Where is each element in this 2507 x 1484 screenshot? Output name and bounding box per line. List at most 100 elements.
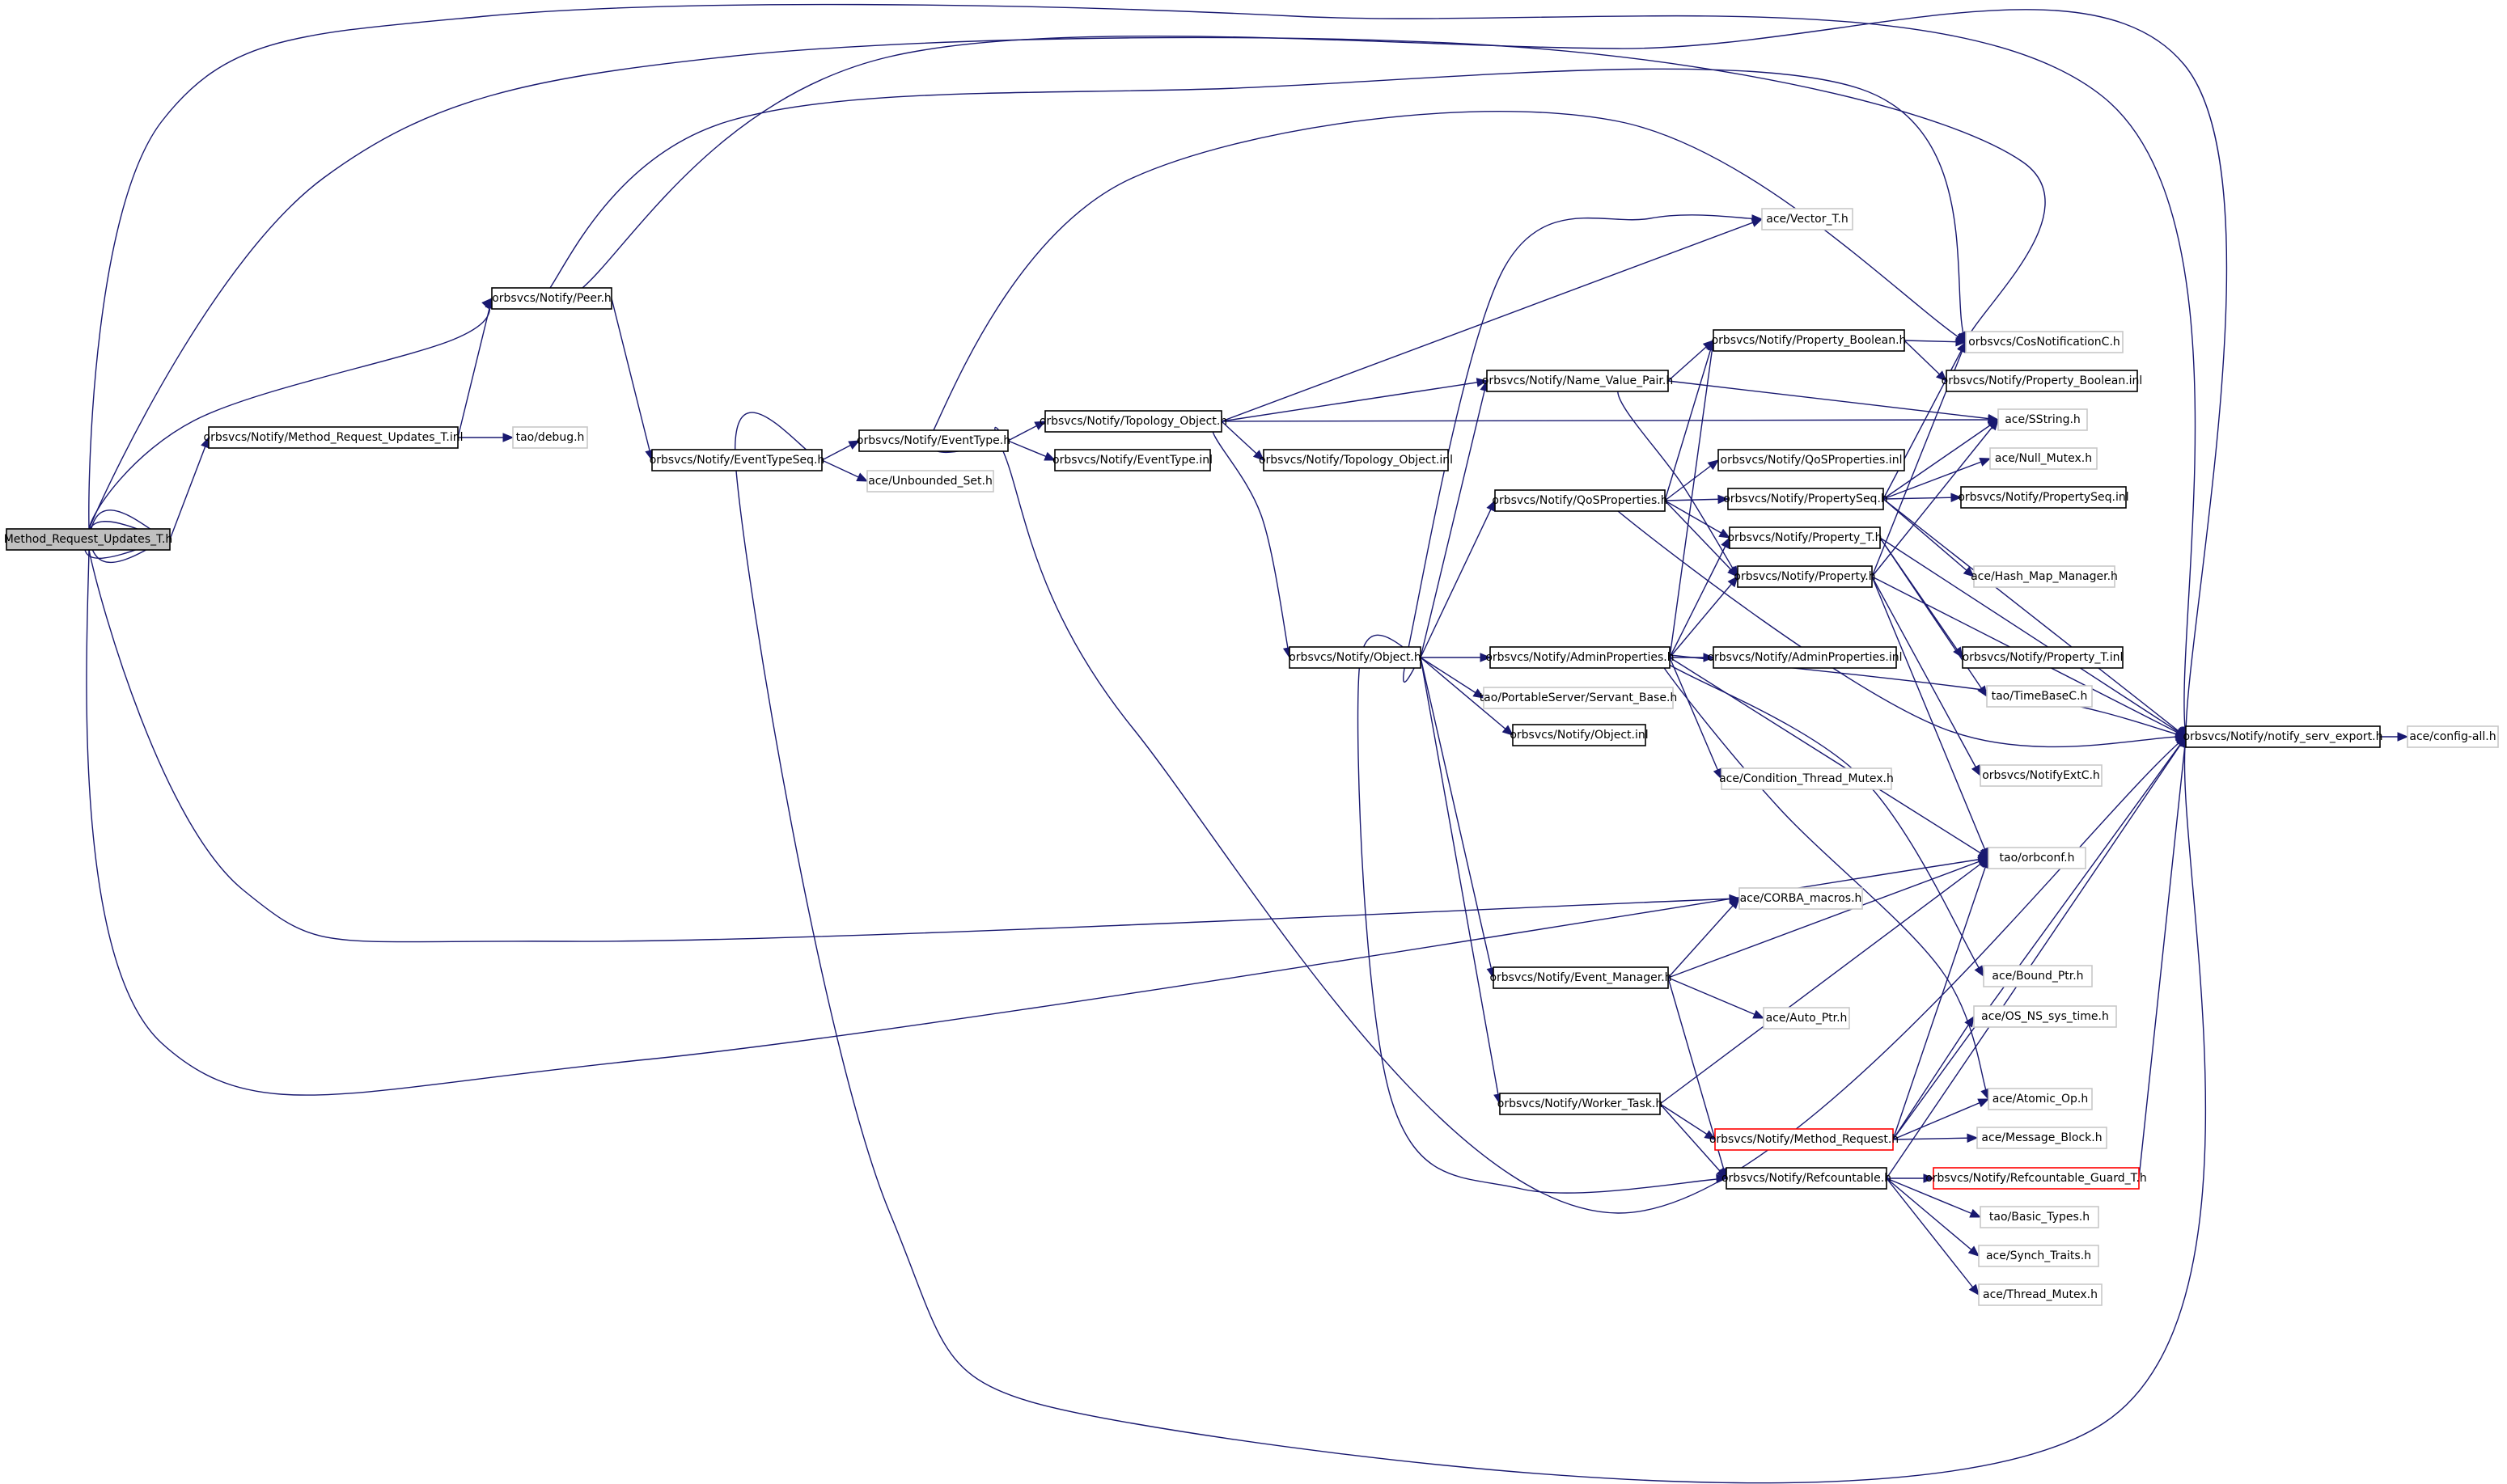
node-refc[interactable]: orbsvcs/Notify/Refcountable.h: [1721, 1167, 1891, 1190]
edge-export-to-config: [2380, 732, 2409, 742]
edge-line: [1664, 459, 1719, 501]
node-systime[interactable]: ace/OS_NS_sys_time.h: [1973, 1005, 2117, 1028]
edge-mreq-to-atomic: [1892, 1098, 1990, 1140]
edge-arrowhead: [481, 298, 493, 310]
edge-mru_inl-to-peer: [457, 297, 494, 438]
node-export[interactable]: orbsvcs/Notify/notify_serv_export.h: [2183, 725, 2383, 748]
node-notifyext[interactable]: orbsvcs/NotifyExtC.h: [1980, 764, 2103, 787]
node-propt[interactable]: orbsvcs/Notify/Property_T.h: [1727, 526, 1882, 549]
node-object_inl[interactable]: orbsvcs/Notify/Object.inl: [1510, 724, 1649, 746]
node-atomic[interactable]: ace/Atomic_Op.h: [1988, 1088, 2093, 1110]
edge-line: [87, 521, 1740, 943]
node-propseq[interactable]: orbsvcs/Notify/PropertySeq.h: [1723, 488, 1888, 510]
edge-line: [1882, 498, 2187, 738]
edge-nvp-to-propbool: [1667, 340, 1714, 382]
node-topo_inl[interactable]: orbsvcs/Notify/Topology_Object.inl: [1259, 449, 1453, 471]
node-peer[interactable]: orbsvcs/Notify/Peer.h: [491, 287, 612, 310]
node-nullmutex[interactable]: ace/Null_Mutex.h: [1989, 447, 2098, 470]
node-vector[interactable]: ace/Vector_T.h: [1761, 208, 1853, 230]
node-config[interactable]: ace/config-all.h: [2407, 725, 2499, 748]
node-label: orbsvcs/Notify/EventType.h: [857, 434, 1010, 447]
node-box: [1986, 685, 2093, 708]
node-msgblock[interactable]: ace/Message_Block.h: [1976, 1127, 2107, 1149]
edge-arrowhead: [1936, 370, 1947, 382]
node-hashmap[interactable]: ace/Hash_Map_Manager.h: [1971, 565, 2118, 588]
node-object[interactable]: orbsvcs/Notify/Object.h: [1289, 646, 1421, 669]
node-thrmutex[interactable]: ace/Thread_Mutex.h: [1978, 1283, 2103, 1306]
edge-arrowhead: [848, 440, 861, 450]
edge-propseq-to-hashmap: [1882, 498, 1975, 577]
edge-mreq-to-export: [1892, 735, 2187, 1140]
edge-line: [1892, 1098, 1989, 1140]
node-timebase[interactable]: tao/TimeBaseC.h: [1986, 685, 2093, 708]
node-orbconf[interactable]: tao/orbconf.h: [1988, 847, 2086, 869]
edge-root-to-corba: [87, 521, 1741, 943]
node-mru_inl[interactable]: orbsvcs/Notify/Method_Request_Updates_T.…: [204, 426, 464, 449]
edge-arrowhead: [1034, 421, 1047, 430]
node-condmutex[interactable]: ace/Condition_Thread_Mutex.h: [1719, 767, 1894, 790]
node-box: [1494, 489, 1666, 512]
node-box: [1483, 687, 1674, 709]
edge-arrowhead: [1988, 418, 1999, 431]
edge-admin-to-condmutex: [1669, 657, 1722, 780]
edge-evtseq-to-unbset: [821, 459, 869, 482]
node-label: orbsvcs/Notify/Property_Boolean.h: [1712, 334, 1907, 347]
edge-object-to-servant: [1420, 657, 1485, 699]
node-synch[interactable]: ace/Synch_Traits.h: [1978, 1245, 2099, 1267]
edge-topo-to-topo_inl: [1221, 421, 1264, 461]
node-boundptr[interactable]: ace/Bound_Ptr.h: [1983, 965, 2093, 987]
node-evttype_inl[interactable]: orbsvcs/Notify/EventType.inl: [1052, 449, 1213, 471]
node-box: [1726, 1167, 1887, 1190]
edge-arrowhead: [1923, 1173, 1935, 1183]
node-propbool[interactable]: orbsvcs/Notify/Property_Boolean.h: [1712, 329, 1907, 352]
node-propseq_inl[interactable]: orbsvcs/Notify/PropertySeq.inl: [1958, 486, 2129, 509]
node-autoptr[interactable]: ace/Auto_Ptr.h: [1763, 1007, 1850, 1029]
node-box: [1727, 488, 1884, 510]
edge-line: [1659, 1103, 1716, 1140]
edge-refc-to-synch: [1886, 1177, 1980, 1257]
node-evmgr[interactable]: orbsvcs/Notify/Event_Manager.h: [1489, 966, 1672, 989]
node-box: [1973, 1005, 2117, 1028]
node-evtseq[interactable]: orbsvcs/Notify/EventTypeSeq.h: [650, 449, 825, 471]
node-qos[interactable]: orbsvcs/Notify/QoSProperties.h: [1492, 489, 1668, 512]
node-basictypes[interactable]: tao/Basic_Types.h: [1980, 1206, 2099, 1228]
node-corba[interactable]: ace/CORBA_macros.h: [1738, 887, 1863, 910]
node-box: [208, 426, 459, 449]
node-box: [1713, 646, 1897, 669]
node-refguard[interactable]: orbsvcs/Notify/Refcountable_Guard_T.h: [1925, 1167, 2147, 1190]
node-qos_inl[interactable]: orbsvcs/Notify/QoSProperties.inl: [1717, 449, 1905, 471]
node-debug[interactable]: tao/debug.h: [512, 426, 588, 449]
node-root[interactable]: Method_Request_Updates_T.h: [4, 528, 173, 551]
node-sstring[interactable]: ace/SString.h: [1997, 408, 2088, 431]
node-evttype[interactable]: orbsvcs/Notify/EventType.h: [857, 429, 1010, 452]
node-mreq[interactable]: orbsvcs/Notify/Method_Request.h: [1709, 1128, 1899, 1151]
edge-qos-to-propt: [1664, 500, 1731, 539]
edge-object-to-vector: [1403, 214, 1764, 683]
node-box: [1714, 1128, 1894, 1151]
edge-line: [1669, 657, 1722, 780]
edge-arrowhead: [1752, 1009, 1765, 1019]
node-propt_inl[interactable]: orbsvcs/Notify/Property_T.inl: [1962, 646, 2124, 669]
node-admin_inl[interactable]: orbsvcs/Notify/AdminProperties.inl: [1707, 646, 1903, 669]
node-topo[interactable]: orbsvcs/Notify/Topology_Object.h: [1040, 410, 1227, 433]
edge-line: [1871, 419, 1999, 577]
edge-admin-to-boundptr: [1652, 652, 1984, 978]
edge-arrowhead: [1969, 1208, 1982, 1218]
node-box: [1493, 966, 1669, 989]
edge-nvp-to-prop: [1617, 380, 1738, 578]
node-box: [1989, 447, 2098, 470]
node-worker[interactable]: orbsvcs/Notify/Worker_Task.h: [1497, 1093, 1662, 1115]
node-propbool_inl[interactable]: orbsvcs/Notify/Property_Boolean.inl: [1942, 370, 2143, 392]
node-box: [1054, 449, 1211, 471]
edge-arrowhead: [1954, 332, 1967, 343]
node-prop[interactable]: orbsvcs/Notify/Property.h: [1734, 565, 1876, 588]
node-admin[interactable]: orbsvcs/Notify/AdminProperties.h: [1485, 646, 1675, 669]
edge-line: [1882, 498, 1975, 577]
node-nvp[interactable]: orbsvcs/Notify/Name_Value_Pair.h: [1482, 370, 1673, 392]
edge-line: [1667, 380, 1999, 421]
node-servant[interactable]: tao/PortableServer/Servant_Base.h: [1480, 687, 1678, 709]
node-label: ace/config-all.h: [2409, 730, 2496, 743]
node-cosnot[interactable]: orbsvcs/CosNotificationC.h: [1965, 331, 2124, 353]
edge-arrowhead: [1707, 459, 1720, 471]
node-unbset[interactable]: ace/Unbounded_Set.h: [866, 470, 994, 493]
